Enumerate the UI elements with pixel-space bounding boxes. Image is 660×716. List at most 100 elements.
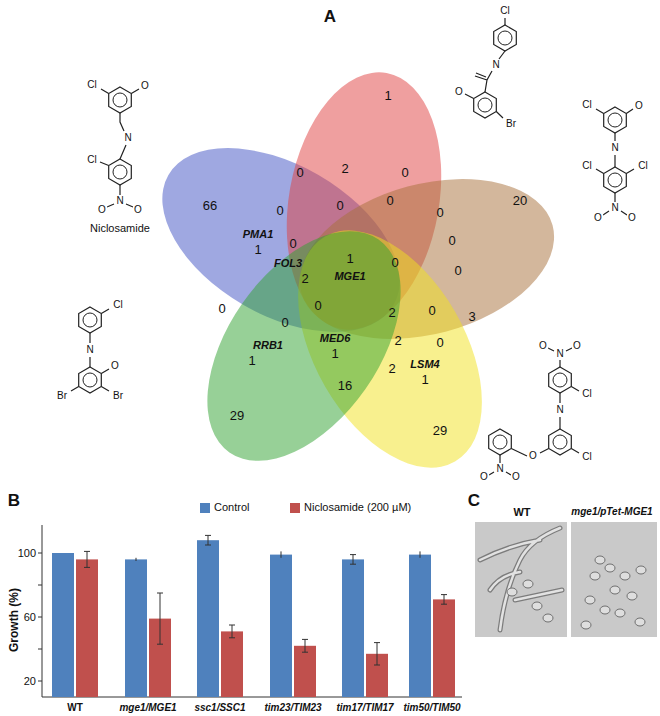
yeast-cell (636, 566, 646, 574)
gene-name: LSM4 (410, 359, 439, 370)
category-label: ssc1/SSC1 (194, 703, 245, 713)
chemical-structure (494, 25, 517, 51)
region-count: 1 (346, 252, 353, 265)
panel-letter: C (468, 492, 480, 509)
region-count: 2 (341, 162, 348, 175)
region-count: 0 (336, 199, 343, 212)
category-label: WT (67, 703, 83, 713)
chemical-structure (596, 109, 634, 215)
chemical-structure (604, 107, 627, 133)
chemical-structure (489, 348, 579, 475)
region-count: 20 (513, 194, 527, 207)
legend-text: Control (214, 502, 249, 513)
yeast-cell (595, 556, 605, 564)
image-title: mge1/pTet-MGE1 (571, 507, 652, 517)
chart-axis (42, 525, 43, 697)
region-count: 0 (401, 166, 408, 179)
chemical-structure (71, 309, 109, 391)
panel-letter: B (8, 492, 20, 509)
error-bar (84, 551, 90, 567)
atom-label: O (133, 205, 143, 215)
micrograph (475, 522, 657, 637)
hypha (480, 528, 562, 630)
legend-swatch (290, 503, 300, 513)
atom-label: Cl (499, 6, 510, 16)
niclosamide-bar (76, 559, 455, 697)
atom-label: O (97, 205, 107, 215)
yeast-cell (507, 580, 553, 622)
panel-letter: A (324, 8, 336, 25)
atom-label: O (538, 341, 548, 351)
atom-label: O (572, 341, 582, 351)
yeast-cell (627, 592, 637, 600)
category-label: tim50/TIM50 (403, 703, 460, 713)
legend-entry: Control (200, 502, 249, 513)
yeast-cell (600, 606, 610, 614)
atom-label: O (140, 81, 150, 91)
legend-text: Niclosamide (200 µM) (304, 502, 411, 513)
gene-name: MGE1 (334, 271, 365, 282)
error-bar (84, 535, 447, 665)
control-bar (409, 555, 431, 697)
atom-label: Br (112, 391, 124, 401)
legend-swatch (200, 503, 210, 513)
yeast-cell (615, 609, 625, 617)
control-bar (52, 540, 431, 697)
atom-label: Cl (581, 161, 592, 171)
error-bar (441, 595, 447, 605)
atom-label: Cl (86, 155, 97, 165)
gene-name: MED6 (320, 333, 351, 344)
region-count: 0 (436, 206, 443, 219)
atom-label: Br (56, 391, 68, 401)
region-count: 2 (301, 272, 308, 285)
region-count: 1 (384, 89, 391, 102)
tick-label: 100 (18, 548, 36, 559)
region-count: 0 (218, 302, 225, 315)
gene-name: PMA1 (243, 229, 274, 240)
region-count: 0 (296, 166, 303, 179)
region-count: 0 (391, 256, 398, 269)
yeast-cell (543, 614, 553, 622)
atom-label: O (511, 472, 521, 482)
axis-title: Growth (%) (8, 588, 20, 652)
yeast-cell (581, 621, 591, 629)
micrograph (571, 522, 657, 637)
region-count: 0 (281, 316, 288, 329)
atom-label: Br (505, 119, 517, 129)
control-bar (52, 553, 74, 697)
chemical-structure (79, 367, 102, 393)
control-bar (125, 559, 147, 697)
category-label: tim23/TIM23 (264, 703, 321, 713)
hypha (480, 528, 562, 630)
atom-label: N (555, 405, 564, 415)
region-count: 66 (203, 199, 217, 212)
region-count: 0 (428, 304, 435, 317)
region-count: 0 (436, 336, 443, 349)
niclosamide-bar (76, 559, 98, 697)
niclosamide-bar (221, 631, 243, 697)
region-count: 16 (338, 379, 352, 392)
error-bar (374, 643, 380, 665)
chemical-structure (100, 89, 139, 207)
gene-name: RRB1 (253, 340, 283, 351)
legend-entry: Niclosamide (200 µM) (290, 502, 411, 513)
atom-label: O (479, 472, 489, 482)
chart-axis (38, 617, 42, 618)
atom-label: N (495, 464, 504, 474)
yeast-cell (532, 602, 542, 610)
region-count: 1 (421, 373, 428, 386)
yeast-cell (590, 572, 600, 580)
region-count: 2 (388, 306, 395, 319)
atom-label: Cl (86, 80, 97, 90)
chemical-structure (109, 159, 132, 185)
chemical-structure (549, 429, 572, 455)
atom-label: O (110, 361, 120, 371)
region-count: 0 (386, 194, 393, 207)
region-count: 2 (394, 334, 401, 347)
error-bar (229, 625, 235, 638)
hypha (480, 528, 562, 630)
region-count: 1 (248, 354, 255, 367)
atom-label: O (528, 451, 538, 461)
yeast-cell (507, 588, 517, 596)
